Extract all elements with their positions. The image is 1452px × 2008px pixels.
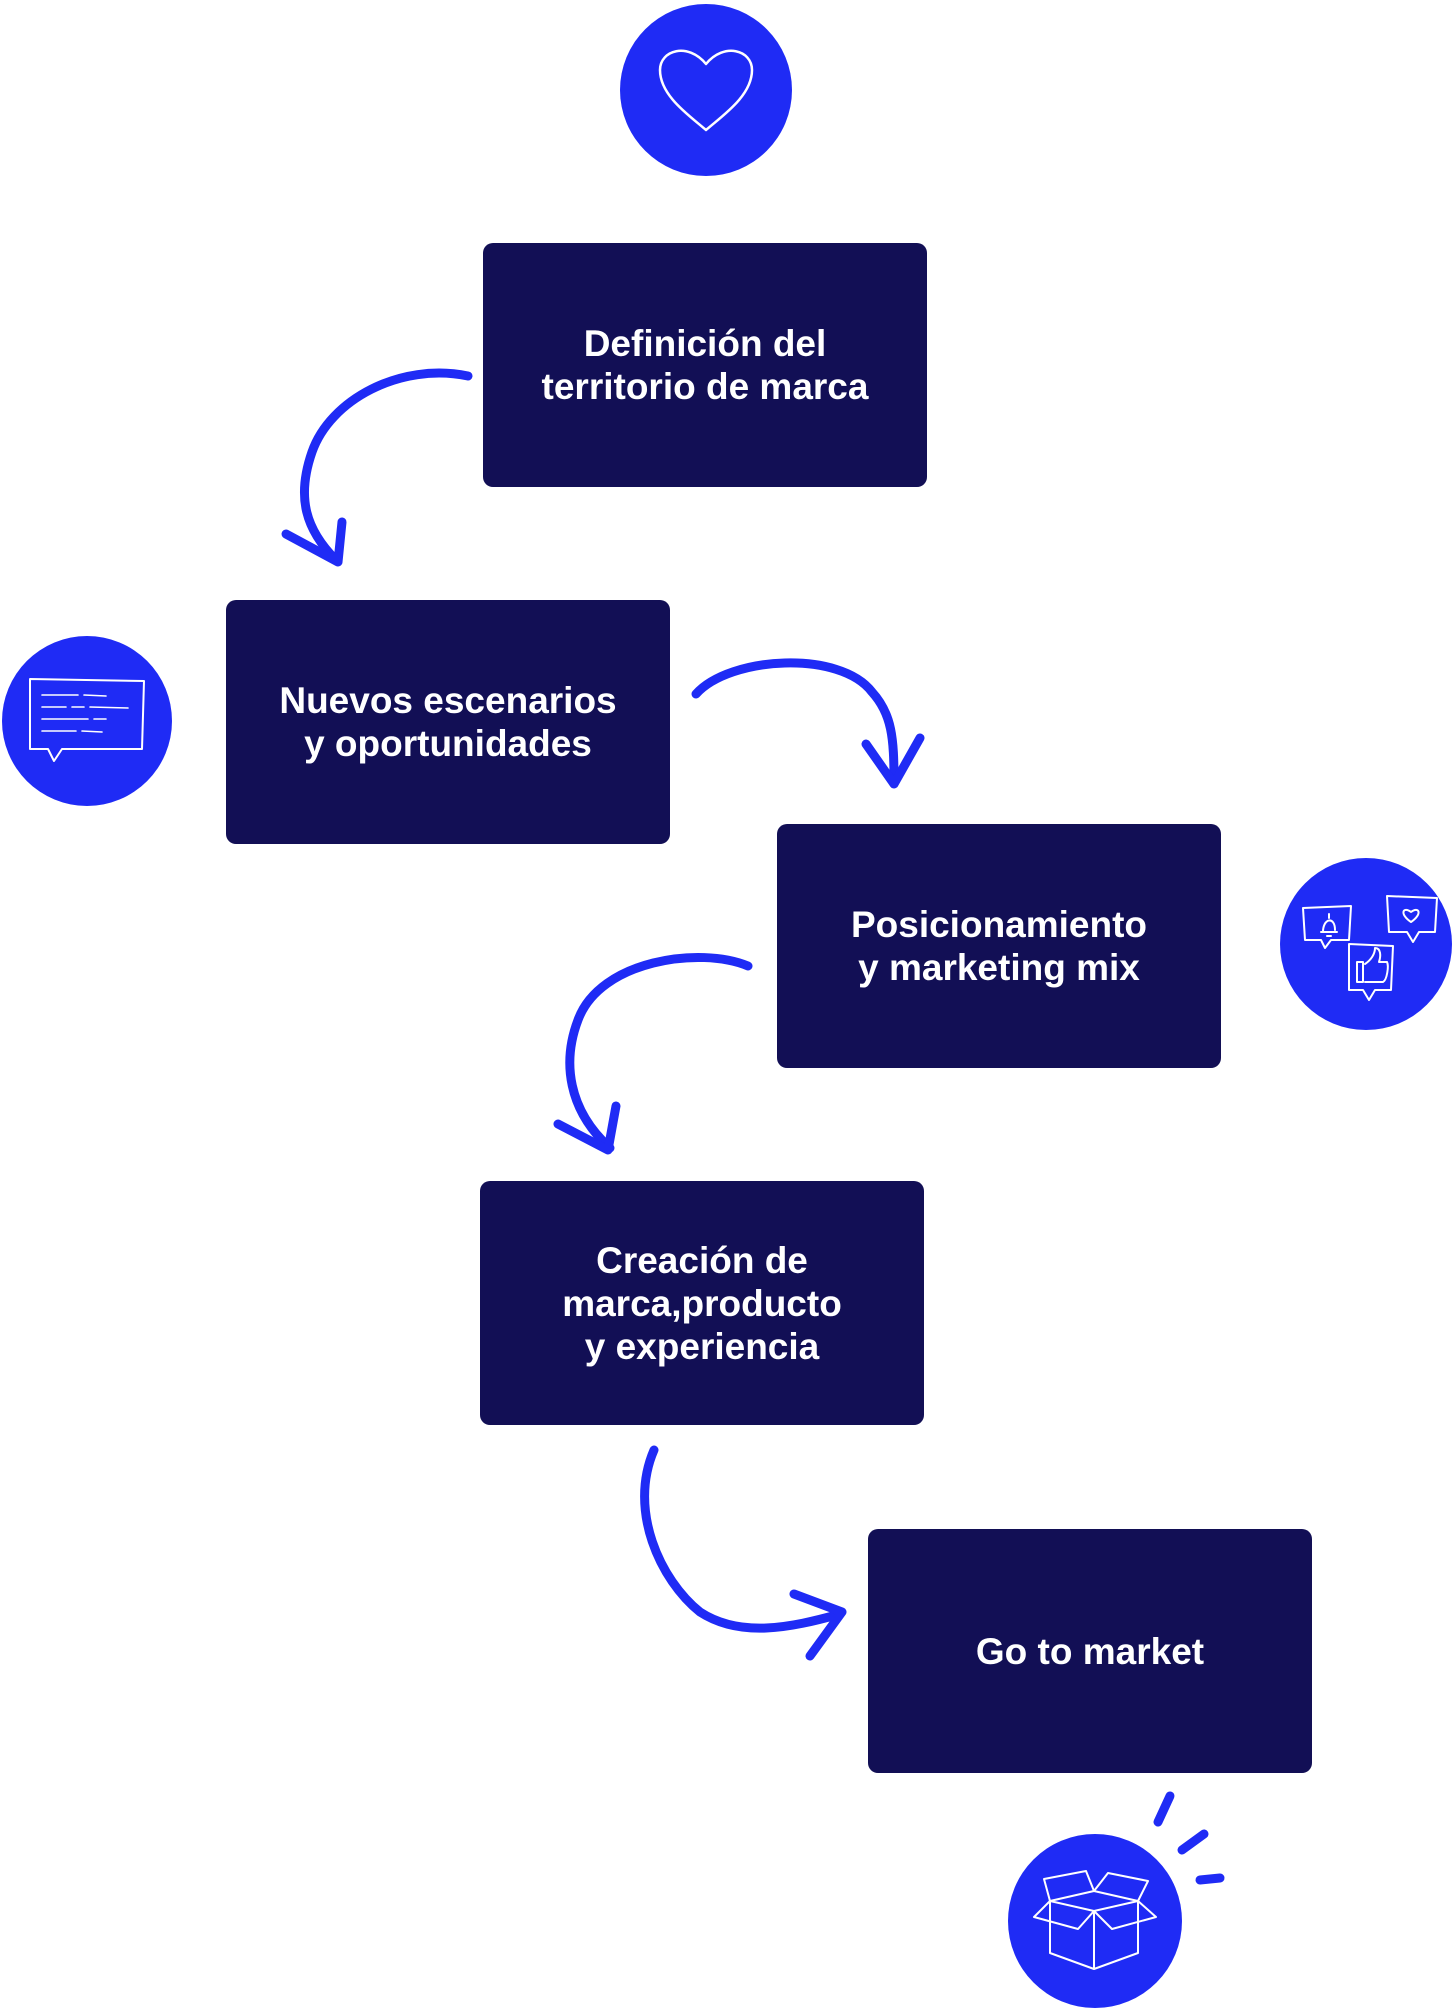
arrow-1: [281, 368, 473, 567]
social-bubble: [1280, 858, 1452, 1030]
arrow-4: [640, 1445, 847, 1661]
step-box-escenarios: Nuevos escenarios y oportunidades: [226, 600, 670, 844]
step-box-posicionamiento: Posicionamiento y marketing mix: [777, 824, 1221, 1068]
arrow-3: [553, 952, 753, 1155]
step-box-territorio: Definición del territorio de marca: [483, 243, 927, 487]
step-label: Creación de marca,producto y experiencia: [562, 1239, 842, 1367]
open-box-icon: [1033, 1870, 1157, 1970]
step-label: Definición del territorio de marca: [541, 323, 869, 407]
chat-message-icon: [29, 678, 145, 762]
social-notifications-icon: [1302, 895, 1438, 1001]
box-bubble: [1008, 1834, 1182, 2008]
sparkle-lines: [1153, 1791, 1225, 1885]
step-box-go-to-market: Go to market: [868, 1529, 1312, 1773]
step-label: Posicionamiento y marketing mix: [850, 904, 1148, 988]
step-label: Nuevos escenarios y oportunidades: [279, 680, 617, 764]
step-label: Go to market: [975, 1630, 1205, 1672]
step-box-creacion: Creación de marca,producto y experiencia: [480, 1181, 924, 1425]
arrow-2: [691, 658, 925, 789]
heart-icon: [658, 49, 754, 132]
chat-bubble: [2, 636, 172, 806]
heart-bubble: [620, 4, 792, 176]
